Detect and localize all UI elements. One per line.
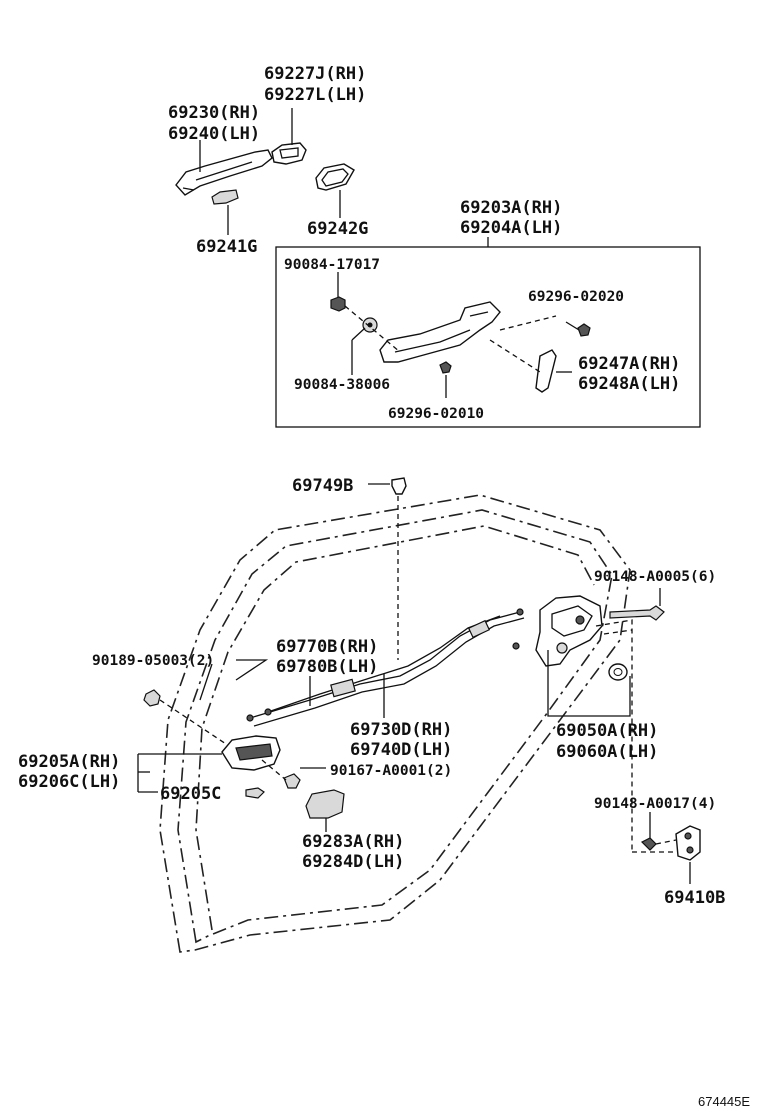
screw-69296-02010-part — [439, 361, 452, 374]
outside-handle-group — [175, 108, 355, 235]
label-69730d: 69730D(RH) — [350, 720, 452, 740]
label-90084-38006: 90084-38006 — [294, 377, 390, 393]
striker-part — [675, 825, 701, 861]
handle-frame-part — [379, 301, 501, 363]
grommet-69749b-part — [391, 477, 407, 495]
label-69241g: 69241G — [196, 237, 257, 257]
door-outline — [159, 494, 631, 953]
label-69205c: 69205C — [160, 784, 221, 804]
screw-90167-a0001-part — [283, 773, 301, 789]
label-69227l: 69227L(LH) — [264, 85, 366, 105]
label-69740d: 69740D(LH) — [350, 740, 452, 760]
label-69749b: 69749B — [292, 476, 353, 496]
label-69240: 69240(LH) — [168, 124, 260, 144]
cable-assembly — [246, 608, 525, 727]
label-69227j: 69227J(RH) — [264, 64, 366, 84]
label-90167-a0001: 90167-A0001(2) — [330, 763, 452, 779]
label-69230: 69230(RH) — [168, 103, 260, 123]
label-90084-17017: 90084-17017 — [284, 257, 380, 273]
door-lock-part — [535, 595, 603, 667]
label-90189-05003: 90189-05003(2) — [92, 653, 214, 669]
clip-90189-05003-part — [143, 689, 161, 707]
label-69060a: 69060A(LH) — [556, 742, 658, 762]
diagram-reference-id: 674445E — [698, 1094, 750, 1109]
label-69205a: 69205A(RH) — [18, 752, 120, 772]
label-69247a: 69247A(RH) — [578, 354, 680, 374]
label-69248a: 69248A(LH) — [578, 374, 680, 394]
screw-90084-17017-part — [330, 296, 346, 312]
label-69770b: 69770B(RH) — [276, 637, 378, 657]
label-69410b: 69410B — [664, 888, 725, 908]
handle-cover-part — [271, 142, 307, 165]
label-69206c: 69206C(LH) — [18, 772, 120, 792]
screw-90148-a0017-part — [640, 837, 657, 851]
handle-pad-part — [211, 189, 239, 205]
label-90148-a0005: 90148-A0005(6) — [594, 569, 716, 585]
label-69050a: 69050A(RH) — [556, 721, 658, 741]
label-69283a: 69283A(RH) — [302, 832, 404, 852]
label-69204a: 69204A(LH) — [460, 218, 562, 238]
handle-frame-box — [275, 237, 701, 428]
handle-gasket-part — [315, 163, 355, 191]
label-69242g: 69242G — [307, 219, 368, 239]
label-69296-02020: 69296-02020 — [528, 289, 624, 305]
screw-69205c-part — [245, 787, 265, 799]
inside-handle-group — [137, 663, 345, 832]
outside-handle-part — [175, 149, 273, 196]
handle-bezel-part — [305, 789, 345, 819]
bracket-69247a-part — [535, 349, 557, 393]
label-90148-a0017: 90148-A0017(4) — [594, 796, 716, 812]
label-69296-02010: 69296-02010 — [388, 406, 484, 422]
striker-group: 90148-A0017(4) 69410B — [594, 796, 725, 908]
screw-69296-02020-part — [577, 323, 591, 337]
door-lock-group: 69050A(RH) 69060A(LH) 90148-A0005(6) — [535, 569, 716, 852]
label-69284d: 69284D(LH) — [302, 852, 404, 872]
label-69203a: 69203A(RH) — [460, 198, 562, 218]
screw-90148-a0005-part — [609, 605, 665, 621]
label-69780b: 69780B(LH) — [276, 657, 378, 677]
